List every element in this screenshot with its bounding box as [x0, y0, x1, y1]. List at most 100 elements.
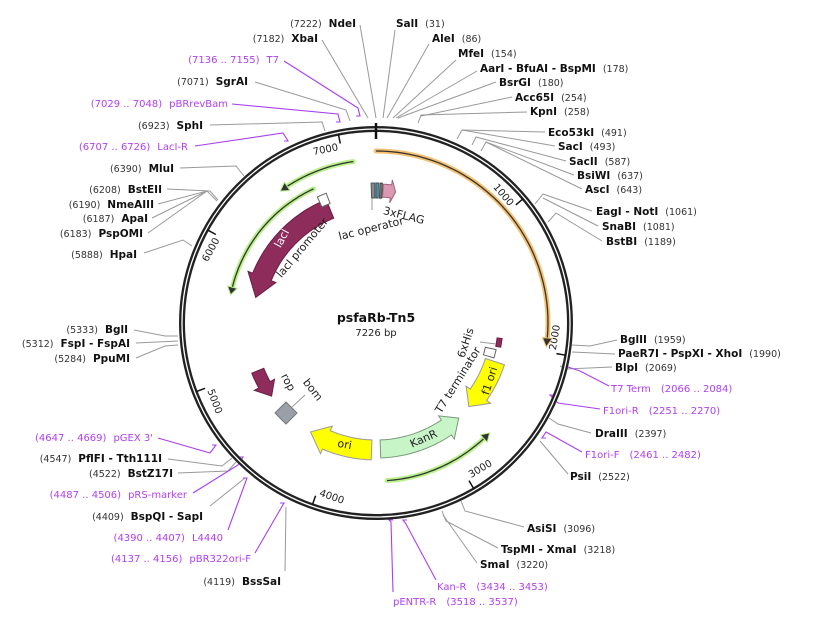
site-leader-line [386, 43, 430, 119]
site-leader-line [209, 121, 326, 132]
feature-t7-terminator-box [482, 346, 497, 359]
green-arc-top-arrowhead-icon [279, 181, 291, 192]
site-labels: (7222)NdeI (7182) XbaI (7071) SgrAI (6923)Sph… [22, 18, 781, 608]
green-arc-top-core [286, 160, 354, 187]
site-label-sphi: (6923)SphI [138, 120, 203, 132]
site-leader-line [133, 329, 178, 337]
primer-leader-line [157, 437, 218, 454]
site-name: SacI [558, 141, 583, 153]
tick-label: 7000 [312, 142, 339, 158]
tick-mark [206, 229, 217, 236]
green-arc-left-core [231, 188, 314, 288]
primer-name: F1ori-F [585, 450, 620, 461]
primer-label-t7: (7136 .. 7155)T7 [188, 55, 279, 66]
site-label-apai: (6187)ApaI [83, 213, 148, 225]
site-position: (7182) [253, 34, 285, 45]
site-name: NmeAIII [107, 199, 154, 211]
site-label-ndei: (7222)NdeI [290, 18, 356, 30]
feature-ori-arrow [309, 425, 373, 461]
site-name: HpaI [110, 249, 137, 261]
primer-name: T7 [266, 55, 279, 66]
primer-label-prs-marker: (4487 .. 4506) pRS-marker [50, 490, 188, 501]
primer-range: (3518 .. 3537) [446, 597, 518, 608]
site-leader-line [420, 96, 513, 117]
site-position: (6190) [69, 200, 101, 211]
site-label-asci: AscI(643) [585, 184, 642, 196]
site-position: (7222) [290, 19, 322, 30]
site-name: XbaI [291, 33, 318, 45]
site-position: (258) [564, 107, 590, 118]
primer-leader-line [540, 431, 583, 453]
site-name: TspMI - XmaI [501, 544, 577, 556]
site-leader-line [539, 440, 569, 475]
site-position: (178) [603, 64, 629, 75]
primer-leader-line [283, 60, 361, 117]
site-name: EagI - NotI [596, 206, 658, 218]
feature-kanr-arrow [379, 415, 460, 459]
primer-label-t7-term: T7 Term(2066 .. 2084) [610, 384, 732, 395]
site-label-bstz17i: (4522)BstZ17I [89, 468, 173, 480]
site-name: BstBI [606, 236, 637, 248]
primer-label-pbrrevbam: (7029 .. 7048)pBRrevBam [91, 99, 228, 110]
primer-name: pRS-marker [128, 490, 188, 501]
leader-lines [133, 24, 618, 593]
site-leader-line [209, 477, 246, 507]
site-position: (6183) [60, 229, 92, 240]
site-label-sali: SalI(31) [396, 18, 445, 30]
site-label-acc65i: Acc65I(254) [515, 92, 587, 104]
site-name: BspQI - SapI [131, 511, 203, 523]
tick-mark [337, 133, 342, 144]
site-label-pflfi-tth111i: (4547)PflFI - Tth111I [40, 453, 162, 465]
site-label-sacii: SacII(587) [569, 156, 630, 168]
site-name: BglI [105, 324, 128, 336]
site-leader-line [157, 190, 218, 205]
site-leader-line [179, 165, 245, 177]
site-position: (6208) [89, 185, 121, 196]
site-name: BsiWI [577, 170, 610, 182]
tick-mark [195, 387, 206, 393]
site-leader-line [135, 344, 179, 359]
site-leader-line [460, 500, 525, 528]
site-position: (7071) [177, 77, 209, 88]
green-arc-top [279, 159, 356, 192]
site-name: SgrAI [216, 76, 248, 88]
site-label-tspmi-xmai: TspMI - XmaI (3218) [501, 544, 615, 556]
primer-range: (4487 .. 4506) [50, 490, 122, 501]
site-position: (4547) [40, 454, 72, 465]
feature-label-ori: ori [336, 437, 352, 452]
site-position: (587) [605, 157, 631, 168]
tick-mark [311, 495, 317, 506]
site-label-eco53ki: Eco53kI(491) [548, 127, 627, 139]
site-label-smai: SmaI(3220) [480, 559, 548, 571]
green-arc-bottom-core [386, 438, 485, 482]
site-name: ApaI [121, 213, 148, 225]
primer-leader-line [254, 502, 285, 554]
site-position: (643) [617, 185, 643, 196]
primer-name: pBRrevBam [169, 99, 228, 110]
site-label-mfei: MfeI(154) [458, 48, 517, 60]
tick-mark [556, 352, 567, 357]
site-name: SphI [177, 120, 203, 132]
site-leader-line [571, 339, 618, 347]
site-leader-line [167, 457, 233, 467]
site-leader-line [442, 514, 478, 564]
feature-laci-promoter-box [316, 192, 331, 208]
site-position: (3218) [584, 545, 616, 556]
site-name: BssSaI [242, 576, 281, 588]
site-position: (1081) [643, 222, 675, 233]
site-leader-line [461, 129, 556, 147]
primer-name: pENTR-R [393, 597, 436, 608]
green-arc-bottom-arrowhead-icon [479, 432, 491, 444]
site-leader-line [417, 111, 528, 124]
site-name: FspI - FspAI [61, 338, 131, 350]
site-name: AleI [432, 33, 455, 45]
site-label-pspomi: (6183)PspOMI [60, 228, 143, 240]
primer-range: (2461 .. 2482) [629, 450, 701, 461]
feature-shapes [226, 148, 554, 484]
site-label-asisi: AsiSI(3096) [527, 523, 595, 535]
site-leader-line [571, 351, 616, 355]
site-name: KpnI [530, 106, 557, 118]
site-position: (2069) [645, 363, 677, 374]
site-position: (5333) [66, 325, 98, 336]
primer-name: pBR322ori-F [189, 554, 251, 565]
